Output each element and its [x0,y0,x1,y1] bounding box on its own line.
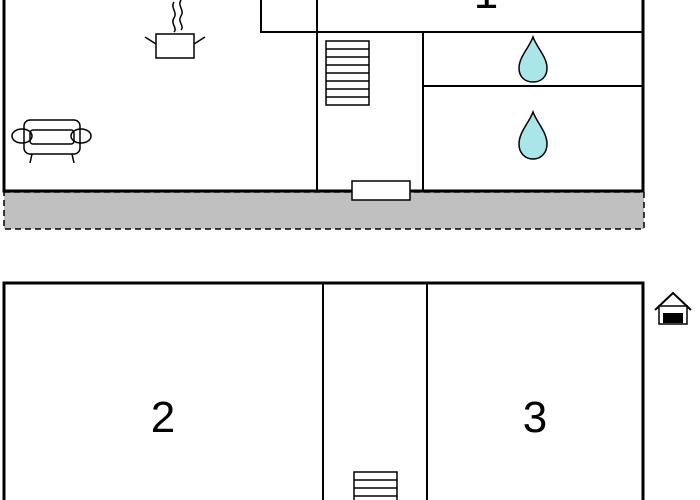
terrace [3,191,645,230]
sofa-icon [11,119,92,164]
room-1-outline [260,0,643,33]
upper-floor: 1 [2,0,645,230]
floor-indicator-icon [654,291,692,325]
door [351,180,411,201]
stairs-icon [325,40,370,106]
lower-floor: 2 3 [2,281,692,500]
water-drop-icon [518,34,548,83]
room-number-1: 1 [474,0,498,18]
stairs-icon [353,471,398,500]
room-number-2: 2 [151,393,175,442]
room-number-3: 3 [523,393,547,442]
upper-outer-wall [2,0,645,193]
water-drop-icon [518,109,548,160]
cooking-pot-icon [144,0,206,59]
